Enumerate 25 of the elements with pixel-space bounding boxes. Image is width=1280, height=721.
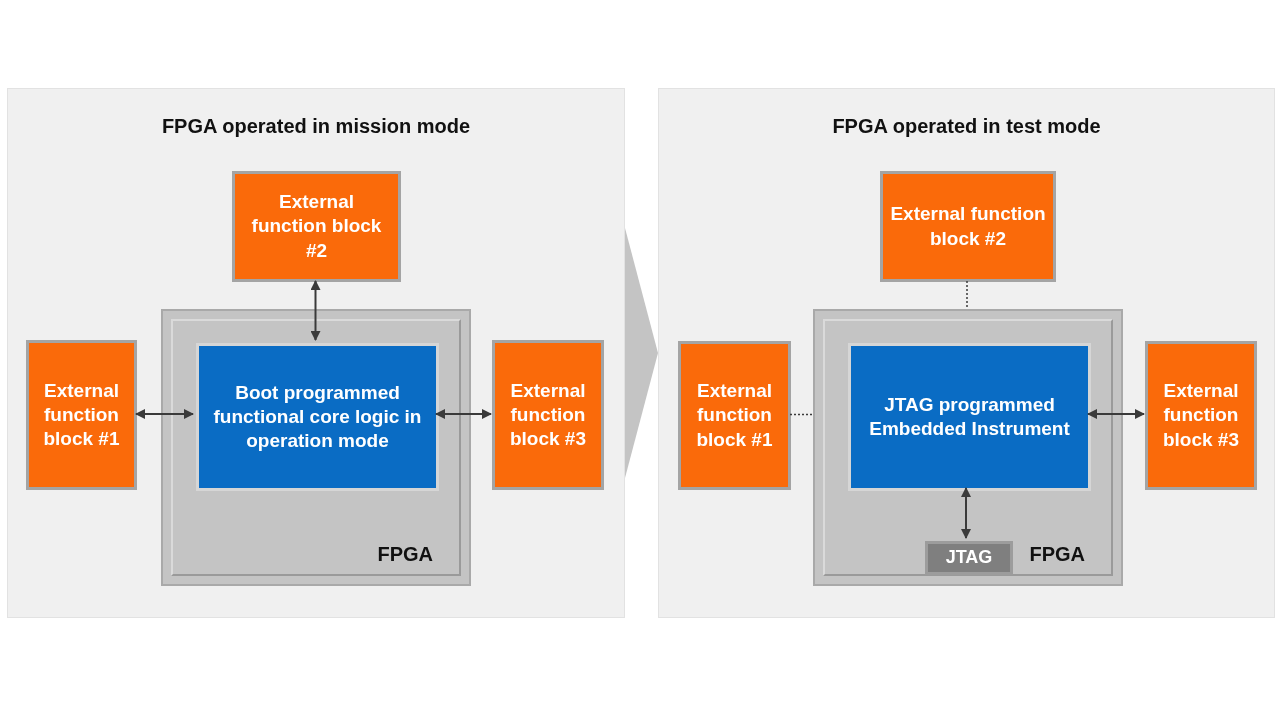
function-block: External function block #3 [1145,341,1257,490]
dotted-connector [966,280,968,309]
jtag-port-block: JTAG [925,541,1013,575]
dotted-connector [789,413,813,416]
function-block: External function block #2 [232,171,401,282]
function-block: External function block #1 [678,341,791,490]
logic-block: Boot programmed functional core logic in operation mode [196,343,439,491]
mode-panel [7,88,625,618]
panel-title: FPGA operated in test mode [831,115,1102,138]
chevron-arrow [625,228,658,478]
double-arrow [961,487,971,539]
double-arrow [435,409,492,419]
panel-title: FPGA operated in mission mode [160,115,472,138]
function-block: External function block #3 [492,340,604,490]
logic-block: JTAG programmed Embedded Instrument [848,343,1091,491]
function-block: External function block #1 [26,340,137,490]
double-arrow [310,280,321,341]
mode-panel [658,88,1275,618]
chip-label: FPGA [1029,543,1085,566]
fpga-chip [161,309,471,586]
double-arrow [135,409,194,419]
double-arrow [1087,409,1145,419]
function-block: External function block #2 [880,171,1056,282]
chip-label: FPGA [377,543,433,566]
fpga-chip [813,309,1123,586]
